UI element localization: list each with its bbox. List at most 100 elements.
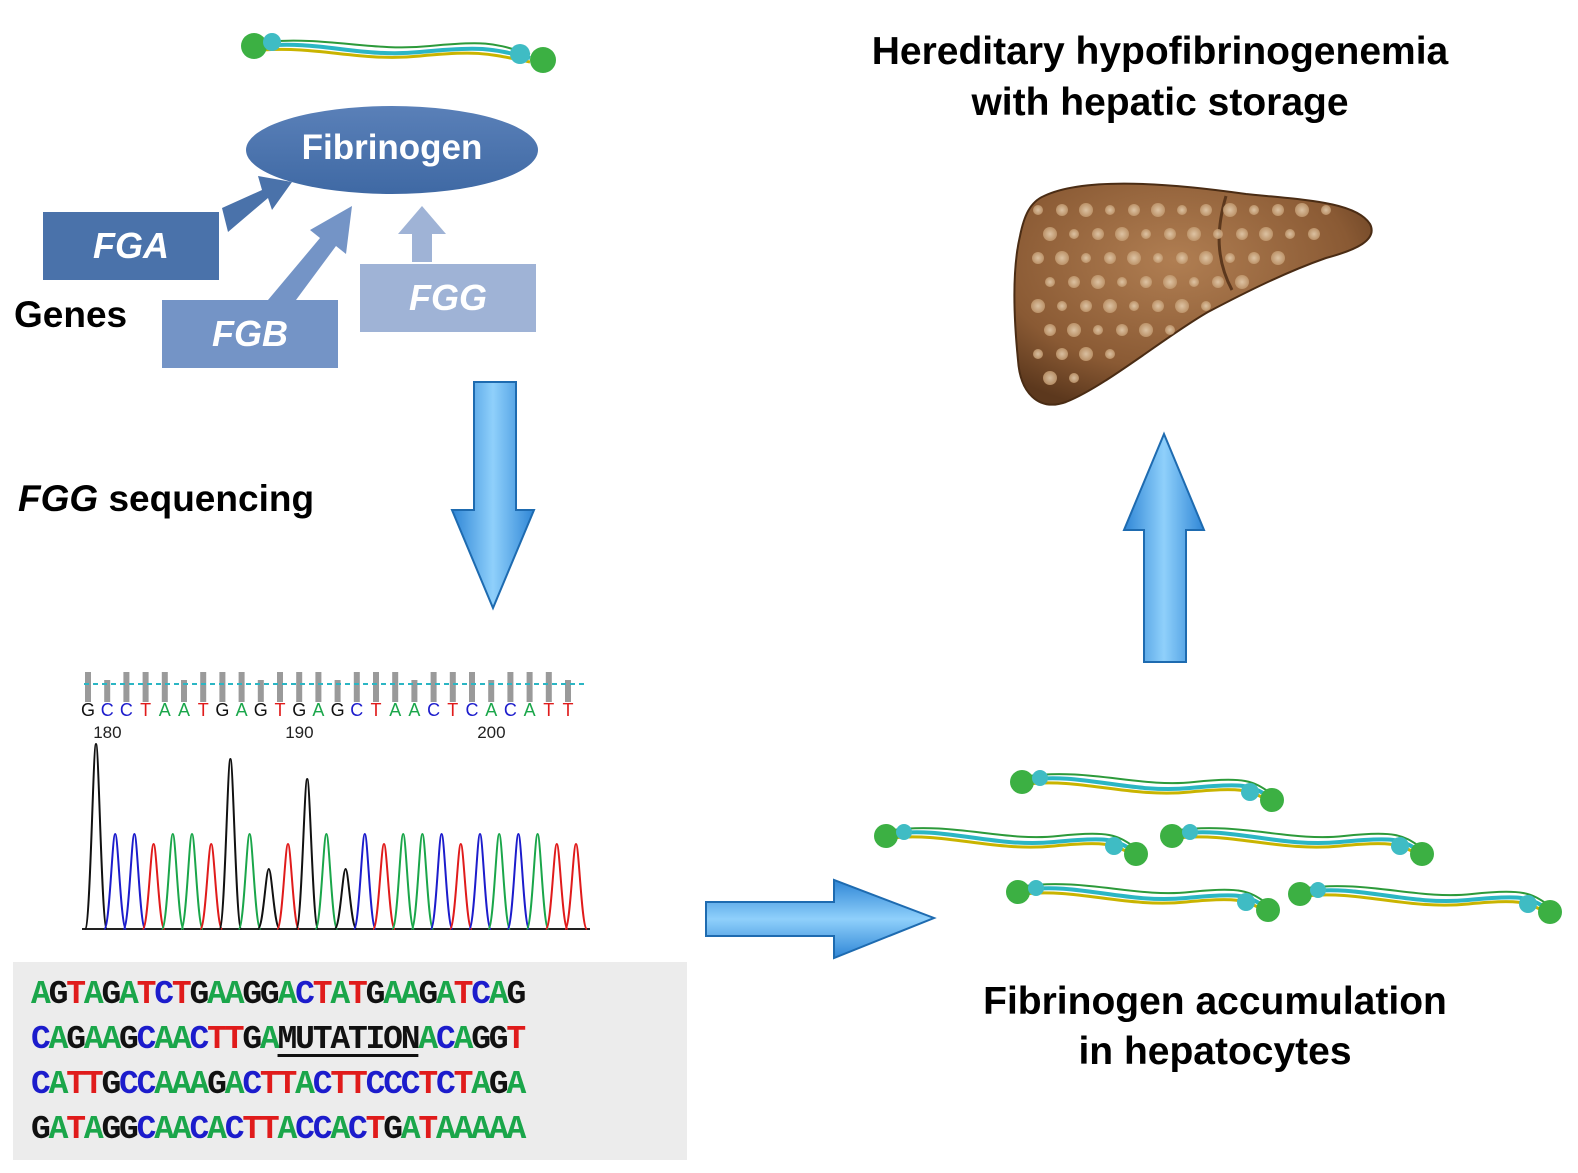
sequence-base: C (119, 1066, 139, 1103)
sequence-base: T (506, 1021, 526, 1058)
position-tick-label: 180 (93, 723, 121, 742)
chromatogram-peak (218, 757, 243, 930)
quality-bar (392, 672, 399, 702)
sequence-base: T (418, 1111, 438, 1148)
title-line-2: with hepatic storage (971, 81, 1349, 124)
liver-spot (1187, 227, 1201, 241)
base-call: C (350, 700, 363, 720)
liver-spot (1056, 204, 1068, 216)
quality-bar (219, 672, 226, 702)
chromatogram-peak (333, 867, 358, 930)
liver-spot (1151, 203, 1165, 217)
sequence-base: A (48, 1021, 69, 1058)
sequence-base: T (347, 976, 368, 1013)
sequence-base: C (365, 1066, 386, 1103)
sequence-base: G (418, 976, 438, 1013)
liver-spot (1129, 301, 1139, 311)
sequence-base: A (418, 1021, 438, 1058)
sequence-base: C (189, 1111, 209, 1148)
sequence-base: G (66, 1021, 86, 1058)
title-line-1: Hereditary hypofibrinogenemia (871, 30, 1449, 73)
sequence-base: A (171, 1111, 192, 1148)
sequence-base: A (436, 1111, 456, 1148)
liver-spot (1163, 275, 1177, 289)
sequence-base: G (207, 1066, 227, 1103)
liver-spot (1152, 300, 1164, 312)
sequence-base: C (400, 1066, 421, 1103)
base-call: A (312, 700, 324, 720)
chromatogram-peak (276, 842, 300, 930)
chromatogram-peak (199, 842, 224, 930)
quality-bar (411, 680, 418, 702)
liver-spot (1139, 323, 1153, 337)
quality-bar (469, 672, 475, 702)
sequence-base: A (48, 1111, 69, 1148)
sequence-base: T (242, 1111, 262, 1148)
sequence-base: A (83, 1111, 104, 1148)
liver-spot (1235, 275, 1249, 289)
sequence-base: A (224, 1066, 245, 1103)
fga-box: FGA (43, 212, 219, 280)
gene-scheme (222, 33, 556, 300)
sequence-base: A (154, 1021, 174, 1058)
liver-spot (1105, 349, 1115, 359)
sequence-line: CAGAAGCAACTTGAMUTATIONACAGGT (31, 1021, 526, 1058)
sequence-base: G (471, 1021, 491, 1058)
sequence-base: G (119, 1021, 139, 1058)
right-arrow (705, 878, 937, 960)
sequence-base: A (453, 1021, 474, 1058)
chromatogram-peak (525, 832, 550, 930)
sequence-base: A (383, 976, 403, 1013)
fgg-arrow (398, 206, 446, 262)
sequence-base: G (242, 1021, 262, 1058)
sequence-base: A (119, 976, 139, 1013)
sequence-base: T (224, 1021, 245, 1058)
quality-bar (449, 672, 456, 702)
sequence-base: A (400, 1111, 421, 1148)
position-tick-label: 190 (285, 723, 313, 742)
sequence-base: A (224, 976, 245, 1013)
sequence-base: C (31, 1021, 51, 1058)
liver-spot (1080, 300, 1092, 312)
sequence-base: A (488, 1111, 509, 1148)
sequence-base: A (277, 1111, 298, 1148)
fga-arrow (222, 176, 292, 232)
sequence-base: C (435, 1021, 456, 1058)
sequence-base: T (66, 976, 86, 1013)
sequence-base: G (48, 976, 69, 1013)
sequence-base: T (259, 1066, 280, 1103)
liver-spot (1153, 253, 1163, 263)
sequence-base: A (506, 1111, 526, 1148)
sequence-base: T (66, 1066, 86, 1103)
accumulation-line-1: Fibrinogen accumulation (983, 980, 1447, 1023)
sequence-base: A (277, 976, 298, 1013)
sequence-base: T (136, 976, 157, 1013)
sequence-base: A (506, 1066, 526, 1103)
base-call: C (504, 700, 517, 720)
chromatogram-peak (314, 832, 339, 930)
sequence-base: G (189, 976, 209, 1013)
base-call: G (331, 700, 345, 720)
sequence-base: G (242, 976, 262, 1013)
sequencing-text: sequencing (98, 478, 315, 519)
sequence-base: A (330, 1111, 350, 1148)
sequencing-gene: FGG (18, 478, 99, 519)
fga-label: FGA (93, 225, 169, 266)
chromatogram-peak (506, 832, 531, 930)
liver-spot (1248, 252, 1260, 264)
sequence-base: A (259, 1021, 280, 1058)
base-call: G (254, 700, 268, 720)
sequence-base: T (83, 1066, 104, 1103)
liver-spot (1259, 227, 1273, 241)
chromatogram-peak (180, 832, 204, 930)
base-call: T (198, 700, 209, 720)
sequence-base: C (242, 1066, 262, 1103)
sequence-base: G (506, 976, 526, 1013)
quality-bar (545, 672, 552, 702)
liver-spot (1175, 299, 1189, 313)
chromatogram-peak (256, 867, 281, 930)
liver-spot (1225, 253, 1235, 263)
base-call: T (371, 700, 382, 720)
quality-bar (373, 672, 379, 702)
